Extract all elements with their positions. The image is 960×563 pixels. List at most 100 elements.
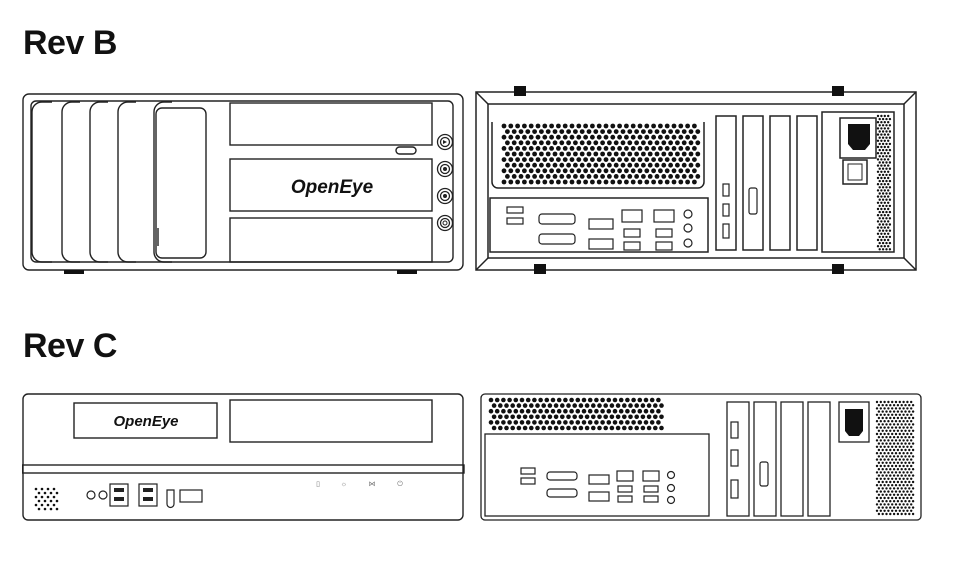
usb-port[interactable] <box>655 228 673 238</box>
card-hdmi-port[interactable] <box>730 421 739 439</box>
usb-port[interactable] <box>520 477 536 485</box>
card-reader-slot[interactable] <box>179 489 203 503</box>
vent-hole <box>610 179 616 185</box>
vent-hole <box>875 509 879 512</box>
card-dvi-port[interactable] <box>759 461 769 487</box>
vent-hole <box>892 487 896 490</box>
vent-hole <box>542 168 548 174</box>
vent-hole <box>881 480 884 484</box>
headphone-jack[interactable] <box>86 490 96 500</box>
vent-hole <box>688 162 694 168</box>
card-hdmi-port[interactable] <box>722 203 730 217</box>
power-switch[interactable] <box>847 163 863 181</box>
audio-jack[interactable] <box>683 209 693 219</box>
audio-jack[interactable] <box>666 495 676 505</box>
vent-hole <box>566 129 571 134</box>
usb-port[interactable] <box>506 217 524 225</box>
vent-hole <box>535 134 541 140</box>
vent-hole <box>498 425 503 431</box>
vent-hole <box>883 201 886 204</box>
ethernet-port[interactable] <box>653 209 675 223</box>
card-displayport[interactable] <box>730 479 739 499</box>
vent-hole <box>515 123 520 129</box>
usb-port[interactable] <box>617 495 633 503</box>
vent-hole <box>560 414 565 420</box>
vent-hole <box>617 179 622 185</box>
usb-port-group[interactable] <box>109 483 129 507</box>
vent-hole <box>898 439 901 442</box>
microphone-jack[interactable] <box>98 490 108 500</box>
card-hdmi-port[interactable] <box>722 183 730 197</box>
vent-hole <box>880 214 883 217</box>
optical-drive-bay[interactable] <box>229 399 433 443</box>
hdmi-port[interactable] <box>588 491 610 502</box>
usb-port[interactable] <box>643 495 659 503</box>
vent-hole <box>883 195 886 198</box>
vent-hole <box>877 455 881 458</box>
vent-hole <box>887 176 890 180</box>
vent-hole <box>908 487 911 490</box>
vent-hole <box>894 477 898 480</box>
ac-power-inlet[interactable] <box>848 124 870 150</box>
vent-hole <box>688 174 694 179</box>
audio-jack[interactable] <box>666 483 676 493</box>
card-hdmi-port[interactable] <box>730 449 739 467</box>
usb-port-group[interactable] <box>138 483 158 507</box>
vent-hole <box>678 157 684 162</box>
dvi-port[interactable] <box>546 471 578 481</box>
ethernet-port[interactable] <box>642 470 660 482</box>
vent-hole <box>612 420 618 425</box>
vent-hole <box>494 397 500 403</box>
vent-hole <box>573 151 578 157</box>
vent-hole <box>881 468 884 471</box>
hdmi-port[interactable] <box>588 238 614 250</box>
vent-hole <box>49 491 53 495</box>
ac-power-inlet[interactable] <box>845 409 863 436</box>
vent-hole <box>896 442 900 445</box>
vent-hole <box>896 429 900 432</box>
vent-hole <box>906 452 909 455</box>
usb-port[interactable] <box>617 485 633 493</box>
usb-port[interactable] <box>623 241 641 251</box>
vent-hole <box>889 455 892 458</box>
hdmi-port[interactable] <box>588 474 610 485</box>
usb-port[interactable] <box>655 241 673 251</box>
ethernet-port[interactable] <box>621 209 643 223</box>
audio-jack[interactable] <box>666 470 676 480</box>
vent-hole <box>910 445 913 448</box>
vent-hole <box>37 491 41 495</box>
vent-hole <box>600 397 605 403</box>
brightness-icon: ☼ <box>341 481 347 488</box>
dvi-port[interactable] <box>538 213 576 225</box>
usb-port[interactable] <box>623 228 641 238</box>
antenna-port[interactable] <box>166 489 175 509</box>
vent-hole <box>668 174 673 179</box>
vent-hole <box>900 404 903 407</box>
audio-jack[interactable] <box>683 238 693 248</box>
vent-hole <box>630 157 636 162</box>
usb-port[interactable] <box>506 206 524 214</box>
card-displayport[interactable] <box>722 223 730 239</box>
dvi-port[interactable] <box>538 233 576 245</box>
vent-hole <box>885 173 888 177</box>
vent-hole <box>889 423 892 426</box>
vent-hole <box>883 121 886 124</box>
audio-jack[interactable] <box>683 223 693 233</box>
ethernet-port[interactable] <box>616 470 634 482</box>
vent-hole <box>508 179 514 185</box>
vent-hole <box>911 410 915 413</box>
vent-hole <box>678 134 684 140</box>
vent-hole <box>634 414 639 420</box>
dvi-port[interactable] <box>546 488 578 498</box>
hdmi-port[interactable] <box>588 218 614 230</box>
vent-hole <box>910 490 913 493</box>
vent-hole <box>902 509 905 512</box>
card-dvi-port[interactable] <box>748 187 758 215</box>
vent-hole <box>879 413 882 416</box>
usb-port[interactable] <box>520 467 536 475</box>
vent-hole <box>622 425 627 431</box>
vent-hole <box>659 414 664 420</box>
usb-port[interactable] <box>643 485 659 493</box>
vent-hole <box>904 474 907 477</box>
vent-hole <box>887 413 890 416</box>
